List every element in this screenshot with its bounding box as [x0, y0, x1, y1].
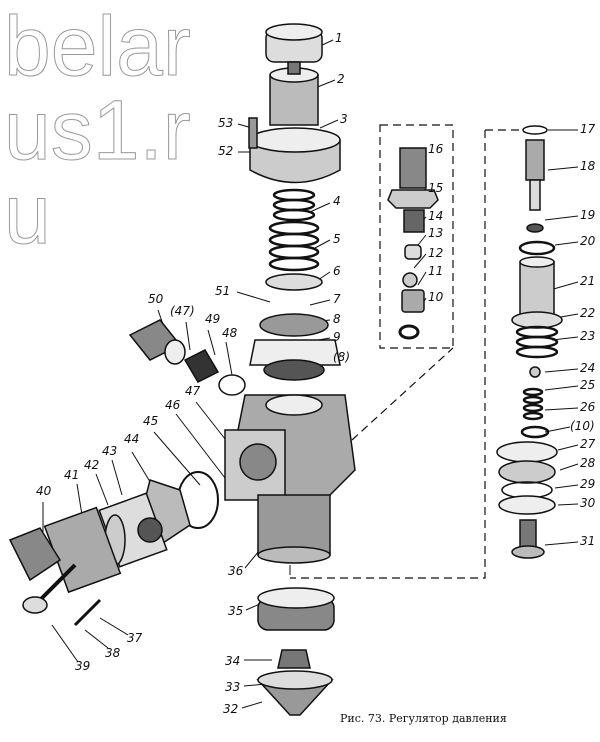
part-number-label: 8 [333, 312, 341, 326]
part-number-label: 42 [84, 458, 100, 472]
part-number-label: 10 [428, 290, 444, 304]
part-number-label: 52 [218, 144, 234, 158]
right-column-parts [496, 125, 563, 559]
part-number-label: 43 [102, 444, 118, 458]
part-number-label: 4 [333, 194, 341, 208]
part-number-label: 12 [428, 246, 444, 260]
part-number-label: 44 [124, 432, 140, 446]
part-number-label: (10) [570, 419, 595, 433]
left-assembly-parts [8, 319, 246, 627]
part-number-label: 48 [222, 326, 238, 340]
part-number-label: 13 [428, 226, 444, 240]
part-number-label: 41 [64, 468, 80, 482]
watermark: belarus1.ru [4, 0, 192, 261]
dashed-frames [290, 124, 520, 579]
part-number-label: 27 [580, 437, 596, 451]
part-number-label: 30 [580, 496, 596, 510]
valve-column-parts [387, 147, 439, 340]
part-number-label: 23 [580, 329, 596, 343]
part-number-label: 51 [215, 284, 231, 298]
part-number-label: 24 [580, 361, 596, 375]
part-number-label: 19 [580, 208, 596, 222]
part-number-label: 7 [333, 292, 341, 306]
figure-caption: Рис. 73. Регулятор давления [340, 712, 507, 725]
part-number-label: 20 [580, 234, 596, 248]
part-number-label: 33 [225, 680, 241, 694]
part-number-label: 15 [428, 181, 444, 195]
part-number-label: 38 [105, 646, 121, 660]
part-number-label: 18 [580, 159, 596, 173]
part-number-label: 1 [335, 31, 343, 45]
part-number-label: 16 [428, 142, 444, 156]
part-number-label: 21 [580, 274, 596, 288]
part-number-label: 29 [580, 477, 596, 491]
part-number-label: 26 [580, 400, 596, 414]
part-number-label: 5 [333, 232, 341, 246]
part-number-label: 28 [580, 456, 596, 470]
part-number-label: 3 [340, 112, 348, 126]
part-number-label: 37 [127, 631, 143, 645]
part-number-label: 14 [428, 209, 444, 223]
part-number-label: 36 [228, 564, 244, 578]
part-number-label: 34 [225, 654, 241, 668]
part-number-label: 11 [428, 264, 444, 278]
part-number-label: 40 [36, 484, 52, 498]
part-number-label: 17 [580, 122, 596, 136]
part-number-label: 32 [223, 702, 239, 716]
part-number-label: 6 [333, 264, 341, 278]
part-number-label: 49 [205, 312, 221, 326]
part-number-label: 9 [333, 330, 341, 344]
part-number-label: 22 [580, 306, 596, 320]
part-number-label: 25 [580, 378, 596, 392]
part-number-label: 53 [218, 116, 234, 130]
part-number-label: 2 [337, 72, 345, 86]
part-number-label: 45 [143, 414, 159, 428]
part-number-label: (47) [170, 304, 195, 318]
part-number-label: 50 [148, 292, 164, 306]
part-number-label: 47 [185, 384, 201, 398]
center-stack-parts [224, 23, 356, 716]
part-number-label: 46 [165, 398, 181, 412]
part-number-label: 35 [228, 604, 244, 618]
part-number-label: (8) [333, 350, 350, 364]
part-number-label: 39 [75, 659, 91, 673]
part-number-label: 31 [580, 534, 596, 548]
